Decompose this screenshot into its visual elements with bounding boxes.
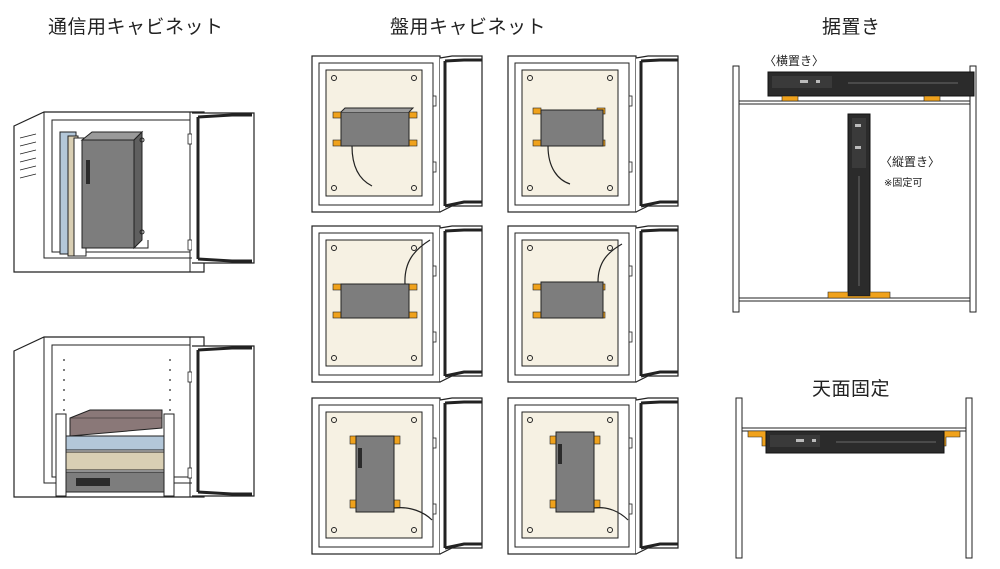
comm-cabinet-top [13,111,256,273]
panel-cabinet-3 [310,224,484,384]
ceiling-mount-title: 天面固定 [812,378,891,400]
ceiling-mount [735,397,973,559]
standalone-title: 据置き [822,16,881,38]
vertical-note: ※固定可 [884,178,923,189]
panel-cabinet-title: 盤用キャビネット [390,16,547,38]
standalone-horizontal [732,65,977,313]
panel-cabinet-2 [506,54,680,214]
horizontal-label: 〈横置き〉 [764,54,825,68]
standalone-vertical [827,113,891,299]
vertical-label: 〈縦置き〉 [880,155,941,169]
comm-cabinet-bottom [13,336,256,498]
comm-cabinet-title: 通信用キャビネット [48,16,224,38]
panel-cabinet-4 [506,224,680,384]
panel-cabinet-6 [506,396,680,556]
panel-cabinet-5 [310,396,484,556]
panel-cabinet-1 [310,54,484,214]
